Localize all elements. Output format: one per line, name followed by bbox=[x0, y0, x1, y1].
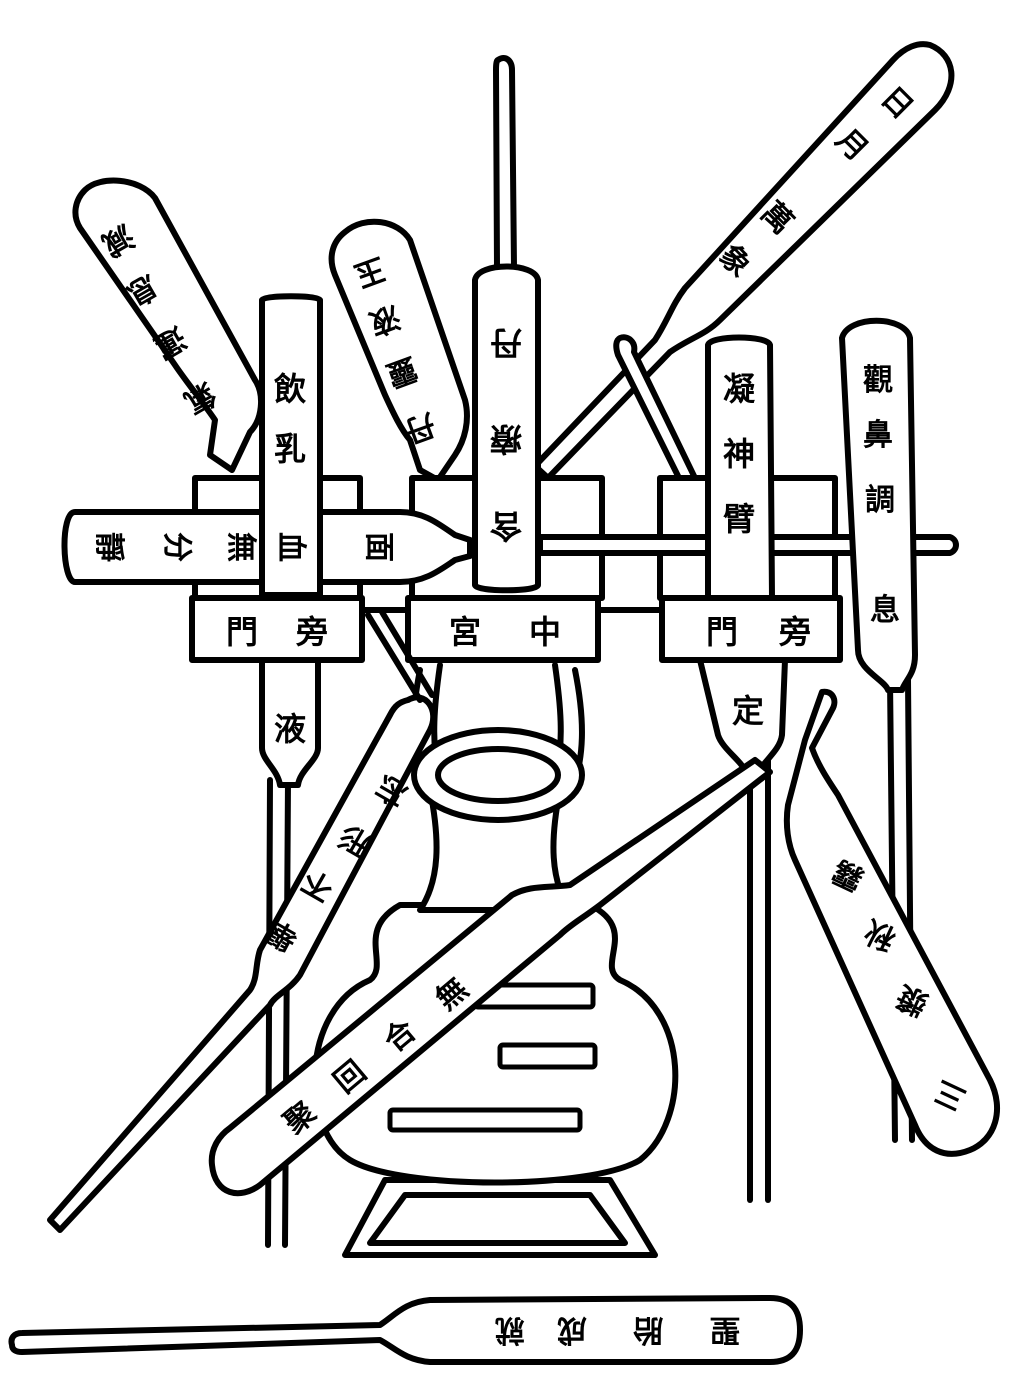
top-needle bbox=[496, 58, 514, 268]
nose-char-2: 鼻 bbox=[863, 418, 893, 453]
blood-char-1: 靜 bbox=[91, 532, 126, 562]
nose-char-1: 觀 bbox=[863, 363, 893, 398]
spirit-char-3: 臂 bbox=[723, 500, 755, 538]
gate-center-board bbox=[408, 598, 598, 660]
gate-center-char-2: 中 bbox=[529, 613, 561, 651]
blood-char-3: 無 bbox=[223, 532, 258, 562]
bottom-char-4: 就 bbox=[495, 1312, 525, 1347]
elixir-char-3: 含 bbox=[489, 507, 522, 545]
bottom-char-3: 成 bbox=[557, 1312, 587, 1347]
gate-right-char-1: 門 bbox=[706, 613, 738, 651]
gate-center-char-1: 宮 bbox=[449, 613, 481, 651]
spirit-char-1: 凝 bbox=[723, 370, 755, 408]
bottom-char-1: 聖 bbox=[710, 1312, 740, 1347]
blood-char-5: 面 bbox=[361, 532, 396, 562]
stick-bottom bbox=[11, 1298, 800, 1362]
gate-boards bbox=[192, 598, 840, 660]
gate-right-char-2: 旁 bbox=[778, 613, 811, 651]
gate-right-board bbox=[662, 598, 840, 660]
milk-char-2: 乳 bbox=[274, 430, 306, 468]
nose-char-4: 息 bbox=[870, 593, 900, 628]
spirit-char-2: 神 bbox=[723, 435, 755, 473]
elixir-char-2: 療 bbox=[489, 420, 522, 458]
bottom-char-2: 胎 bbox=[633, 1312, 664, 1347]
calm-char-1: 定 bbox=[732, 692, 764, 730]
elixir-char-1: 丹 bbox=[490, 324, 522, 362]
blood-char-2: 分 bbox=[159, 532, 194, 562]
gate-left-char-2: 旁 bbox=[295, 613, 328, 651]
milk-char-1: 飲 bbox=[274, 370, 307, 408]
gate-left-char-1: 門 bbox=[226, 613, 258, 651]
liquid-char-1: 液 bbox=[274, 710, 306, 748]
gate-left-board bbox=[192, 598, 362, 660]
nose-char-3: 調 bbox=[865, 483, 895, 518]
blood-char-4: 血 bbox=[273, 532, 308, 562]
